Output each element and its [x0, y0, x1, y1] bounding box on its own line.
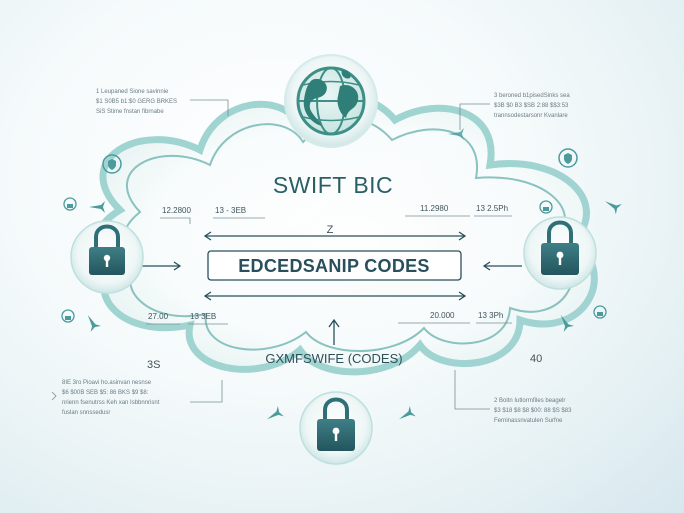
value-right-bottom: 20.000 13 3Ph: [398, 311, 512, 324]
svg-text:12.2800: 12.2800: [162, 206, 191, 215]
note-bottom-right: 2 Boitn Iutlorrnfiles beagelr $3 $18 $8 …: [454, 370, 572, 424]
vertical-arrow: [328, 318, 340, 345]
diagram-title: SWIFT BIC: [273, 172, 393, 198]
svg-text:trannsodestarsonr Kvanlare: trannsodestarsonr Kvanlare: [494, 113, 568, 119]
svg-text:$6 $00B SEB $5: 86 BKS $9 $8:: $6 $00B SEB $5: 86 BKS $9 $8:: [62, 390, 149, 396]
top-arrow: Z: [203, 224, 467, 241]
padlock-icon: [317, 397, 355, 451]
svg-text:13 - 3EB: 13 - 3EB: [215, 206, 246, 215]
plane-icon: [267, 406, 284, 420]
padlock-small-icon: [539, 200, 553, 214]
plane-icon: [87, 315, 101, 332]
plane-icon: [605, 201, 622, 215]
plane-icon: [448, 128, 464, 140]
svg-text:nrienn fsenutrss Keh xan Isbbn: nrienn fsenutrss Keh xan Isbbnnrisnt: [62, 400, 160, 406]
svg-text:13 3Ph: 13 3Ph: [478, 311, 503, 320]
plane-icon: [560, 315, 574, 332]
padlock-small-icon: [61, 309, 75, 323]
note-top-left: 1 Leupaned Sione savinnie $1 S0B5 b1:$0 …: [96, 89, 229, 116]
svg-text:11.2980: 11.2980: [420, 204, 449, 213]
left-input-arrow: [140, 261, 182, 271]
side-label-left: 3S: [147, 359, 160, 371]
svg-text:fuslan snnssedusr: fuslan snnssedusr: [62, 410, 110, 416]
globe-icon: [296, 66, 366, 136]
padlock-bottom: [299, 391, 373, 465]
shield-icon: [558, 148, 578, 168]
bottom-arrow: [203, 291, 467, 301]
bottom-label: GXMFSWIFE (CODES): [265, 351, 402, 366]
padlock-small-icon: [63, 197, 77, 211]
padlock-icon: [541, 220, 579, 275]
value-right-top: 11.2980 13 2.5Ph: [405, 204, 512, 217]
svg-text:3 beroned b1pisedSinks sea: 3 beroned b1pisedSinks sea: [494, 93, 570, 99]
center-code-box: EDCEDSANIP CODES: [207, 250, 462, 281]
svg-text:13 2.5Ph: 13 2.5Ph: [476, 204, 508, 213]
right-input-arrow: [482, 261, 522, 271]
top-arrow-label: Z: [327, 224, 334, 236]
padlock-icon: [89, 224, 125, 275]
svg-text:SiS Stime fnstan fibrnabe: SiS Stime fnstan fibrnabe: [96, 109, 164, 115]
svg-text:2 Boitn Iutlorrnfiles beagelr: 2 Boitn Iutlorrnfiles beagelr: [494, 398, 565, 404]
svg-text:27.00: 27.00: [148, 312, 169, 321]
svg-text:13 3EB: 13 3EB: [190, 312, 216, 321]
value-left-top: 12.2800 13 - 3EB: [160, 206, 265, 224]
note-bottom-left: 8IE 3ro Pioavi ho.asinvan nesnse $6 $00B…: [51, 380, 223, 416]
svg-text:$3 $18 $8 $8 $00: 88 $S $83: $3 $18 $8 $8 $00: 88 $S $83: [494, 408, 572, 414]
plane-icon: [399, 406, 416, 420]
padlock-left: [70, 220, 144, 294]
svg-text:Ferninassnvatulen Surfne: Ferninassnvatulen Surfne: [494, 418, 563, 424]
svg-text:20.000: 20.000: [430, 311, 455, 320]
svg-text:1 Leupaned Sione savinnie: 1 Leupaned Sione savinnie: [96, 89, 169, 95]
shield-icon: [102, 154, 122, 174]
svg-text:8IE 3ro Pioavi ho.asinvan nesn: 8IE 3ro Pioavi ho.asinvan nesnse: [62, 380, 152, 386]
cloud-outer: [95, 94, 598, 376]
padlock-small-icon: [593, 305, 607, 319]
plane-icon: [89, 201, 105, 213]
svg-text:$3B $0 B3 $SB 2:88 $$3:53: $3B $0 B3 $SB 2:88 $$3:53: [494, 103, 569, 109]
value-left-bottom: 27.00 13 3EB: [146, 312, 228, 325]
svg-text:$1 S0B5 b1:$0 GERG BRKES: $1 S0B5 b1:$0 GERG BRKES: [96, 99, 177, 105]
note-top-right: 3 beroned b1pisedSinks sea $3B $0 B3 $SB…: [459, 93, 570, 130]
center-box-label: EDCEDSANIP CODES: [238, 256, 430, 276]
padlock-right: [523, 216, 597, 290]
side-label-right: 40: [530, 353, 542, 365]
